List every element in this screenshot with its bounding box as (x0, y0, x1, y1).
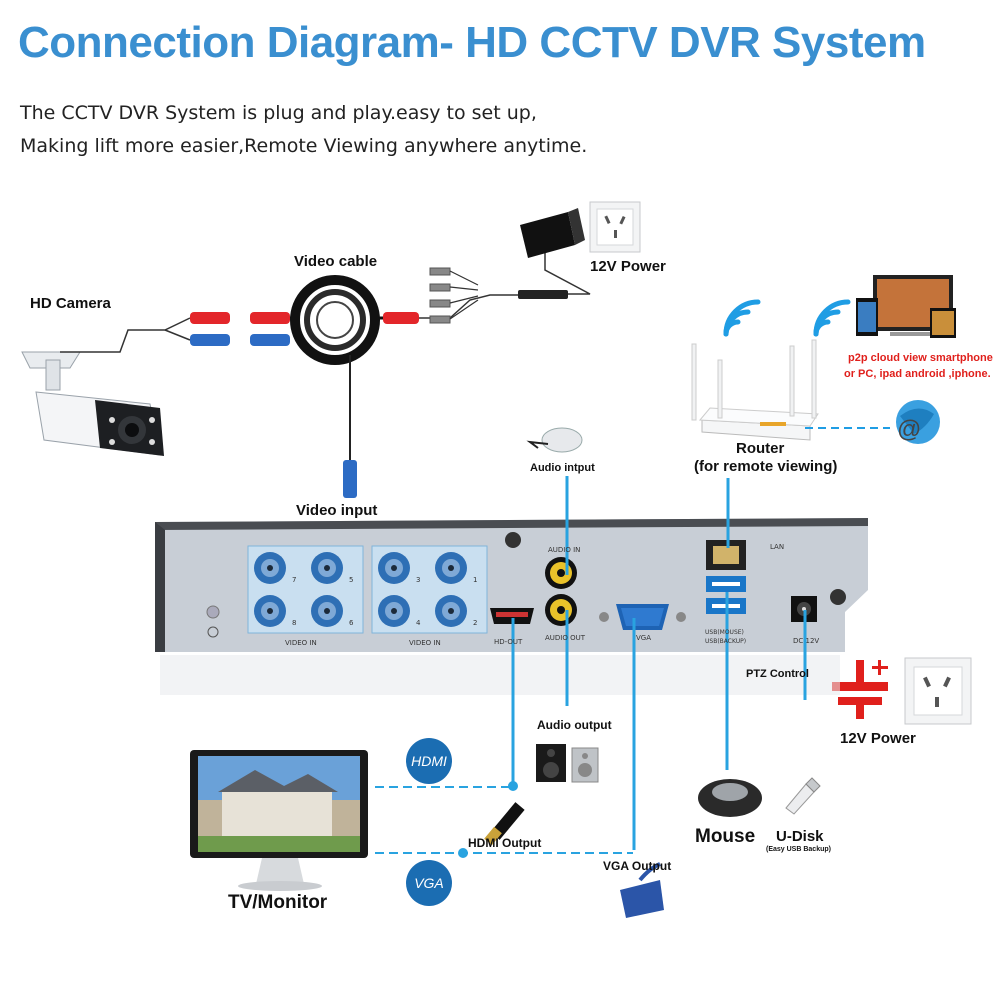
vga-port (599, 604, 686, 630)
label-video-input: Video input (296, 502, 378, 519)
dc-power-symbol-icon (832, 660, 888, 719)
label-p2p-2: or PC, ipad android ,iphone. (844, 368, 991, 380)
wall-socket-right-icon (904, 657, 972, 725)
bnc-connector-pin (448, 565, 454, 571)
bnc-connector-pin (391, 565, 397, 571)
connection-lines (511, 476, 807, 850)
vga-badge: VGA (406, 860, 452, 906)
label-audio-output: Audio output (537, 718, 612, 732)
audio-out-jack (545, 594, 577, 626)
panel-usb-backup: USB(BACKUP) (705, 638, 747, 645)
hdmi-cable-icon (484, 802, 525, 846)
usb-stick-icon (785, 777, 821, 815)
audio-in-jack (545, 557, 577, 589)
label-vga-output: VGA Output (603, 859, 672, 873)
bnc-number: 3 (416, 576, 420, 584)
cable-connectors (190, 312, 419, 346)
bnc-number: 4 (416, 619, 421, 627)
bnc-connector-pin (267, 608, 273, 614)
label-hd-camera: HD Camera (30, 295, 111, 312)
panel-video-in-right: VIDEO IN (409, 639, 441, 647)
bnc-number: 2 (473, 619, 477, 627)
globe-icon: @ (896, 400, 940, 444)
tv-monitor-icon (190, 750, 368, 891)
panel-lan: LAN (770, 543, 785, 551)
wall-socket-icon (589, 201, 641, 253)
panel-audio-in: AUDIO IN (548, 546, 581, 554)
bnc-number: 6 (349, 619, 354, 627)
label-p2p-1: p2p cloud view smartphone (848, 352, 993, 364)
label-router-sub: (for remote viewing) (694, 458, 838, 475)
label-udisk: U-Disk (776, 828, 824, 845)
panel-vga: VGA (636, 634, 652, 642)
hdmi-port (490, 608, 534, 624)
bnc-number: 5 (349, 576, 353, 584)
panel-audio-out: AUDIO OUT (545, 634, 586, 642)
power-adapter-icon (520, 208, 585, 258)
label-router: Router (736, 440, 785, 457)
page-title: Connection Diagram- HD CCTV DVR System (18, 18, 926, 67)
label-tv-monitor: TV/Monitor (228, 892, 328, 913)
bnc-number: 8 (292, 619, 296, 627)
label-audio-input: Audio intput (530, 462, 595, 474)
label-mouse: Mouse (695, 826, 756, 847)
subtitle-line-2: Making lift more easier,Remote Viewing a… (20, 135, 588, 157)
vga-cable-icon (620, 862, 664, 918)
microphone-icon (526, 427, 583, 453)
label-ptz: PTZ Control (746, 668, 809, 680)
panel-dc: DC 12V (793, 637, 820, 645)
bnc-number: 1 (473, 576, 477, 584)
router-icon (691, 339, 819, 441)
label-video-cable: Video cable (294, 253, 378, 270)
bnc-connector-pin (448, 608, 454, 614)
panel-hd-out: HD-OUT (494, 638, 523, 646)
bnc-number: 7 (292, 576, 296, 584)
bnc-connector-pin (324, 608, 330, 614)
mouse-icon (698, 779, 762, 817)
wifi-icon (723, 299, 851, 337)
bnc-connector-pin (324, 565, 330, 571)
label-power-right: 12V Power (840, 730, 916, 747)
camera-icon (21, 351, 164, 456)
lan-port (706, 540, 746, 570)
panel-video-in-left: VIDEO IN (285, 639, 317, 647)
power-splitter-icon (429, 267, 451, 324)
subtitle-line-1: The CCTV DVR System is plug and play.eas… (20, 102, 537, 124)
panel-usb-mouse: USB(MOUSE) (705, 629, 744, 636)
label-power-top: 12V Power (590, 258, 666, 275)
label-hdmi-output: HDMI Output (468, 836, 542, 850)
bnc-connector-pin (391, 608, 397, 614)
devices-icon (856, 275, 956, 338)
speaker-icon (536, 744, 599, 783)
svg-text:@: @ (897, 416, 921, 443)
label-udisk-sub: (Easy USB Backup) (766, 846, 831, 853)
bnc-connector-pin (267, 565, 273, 571)
cable-coil-icon (290, 275, 380, 365)
hdmi-badge: HDMI (406, 738, 452, 784)
